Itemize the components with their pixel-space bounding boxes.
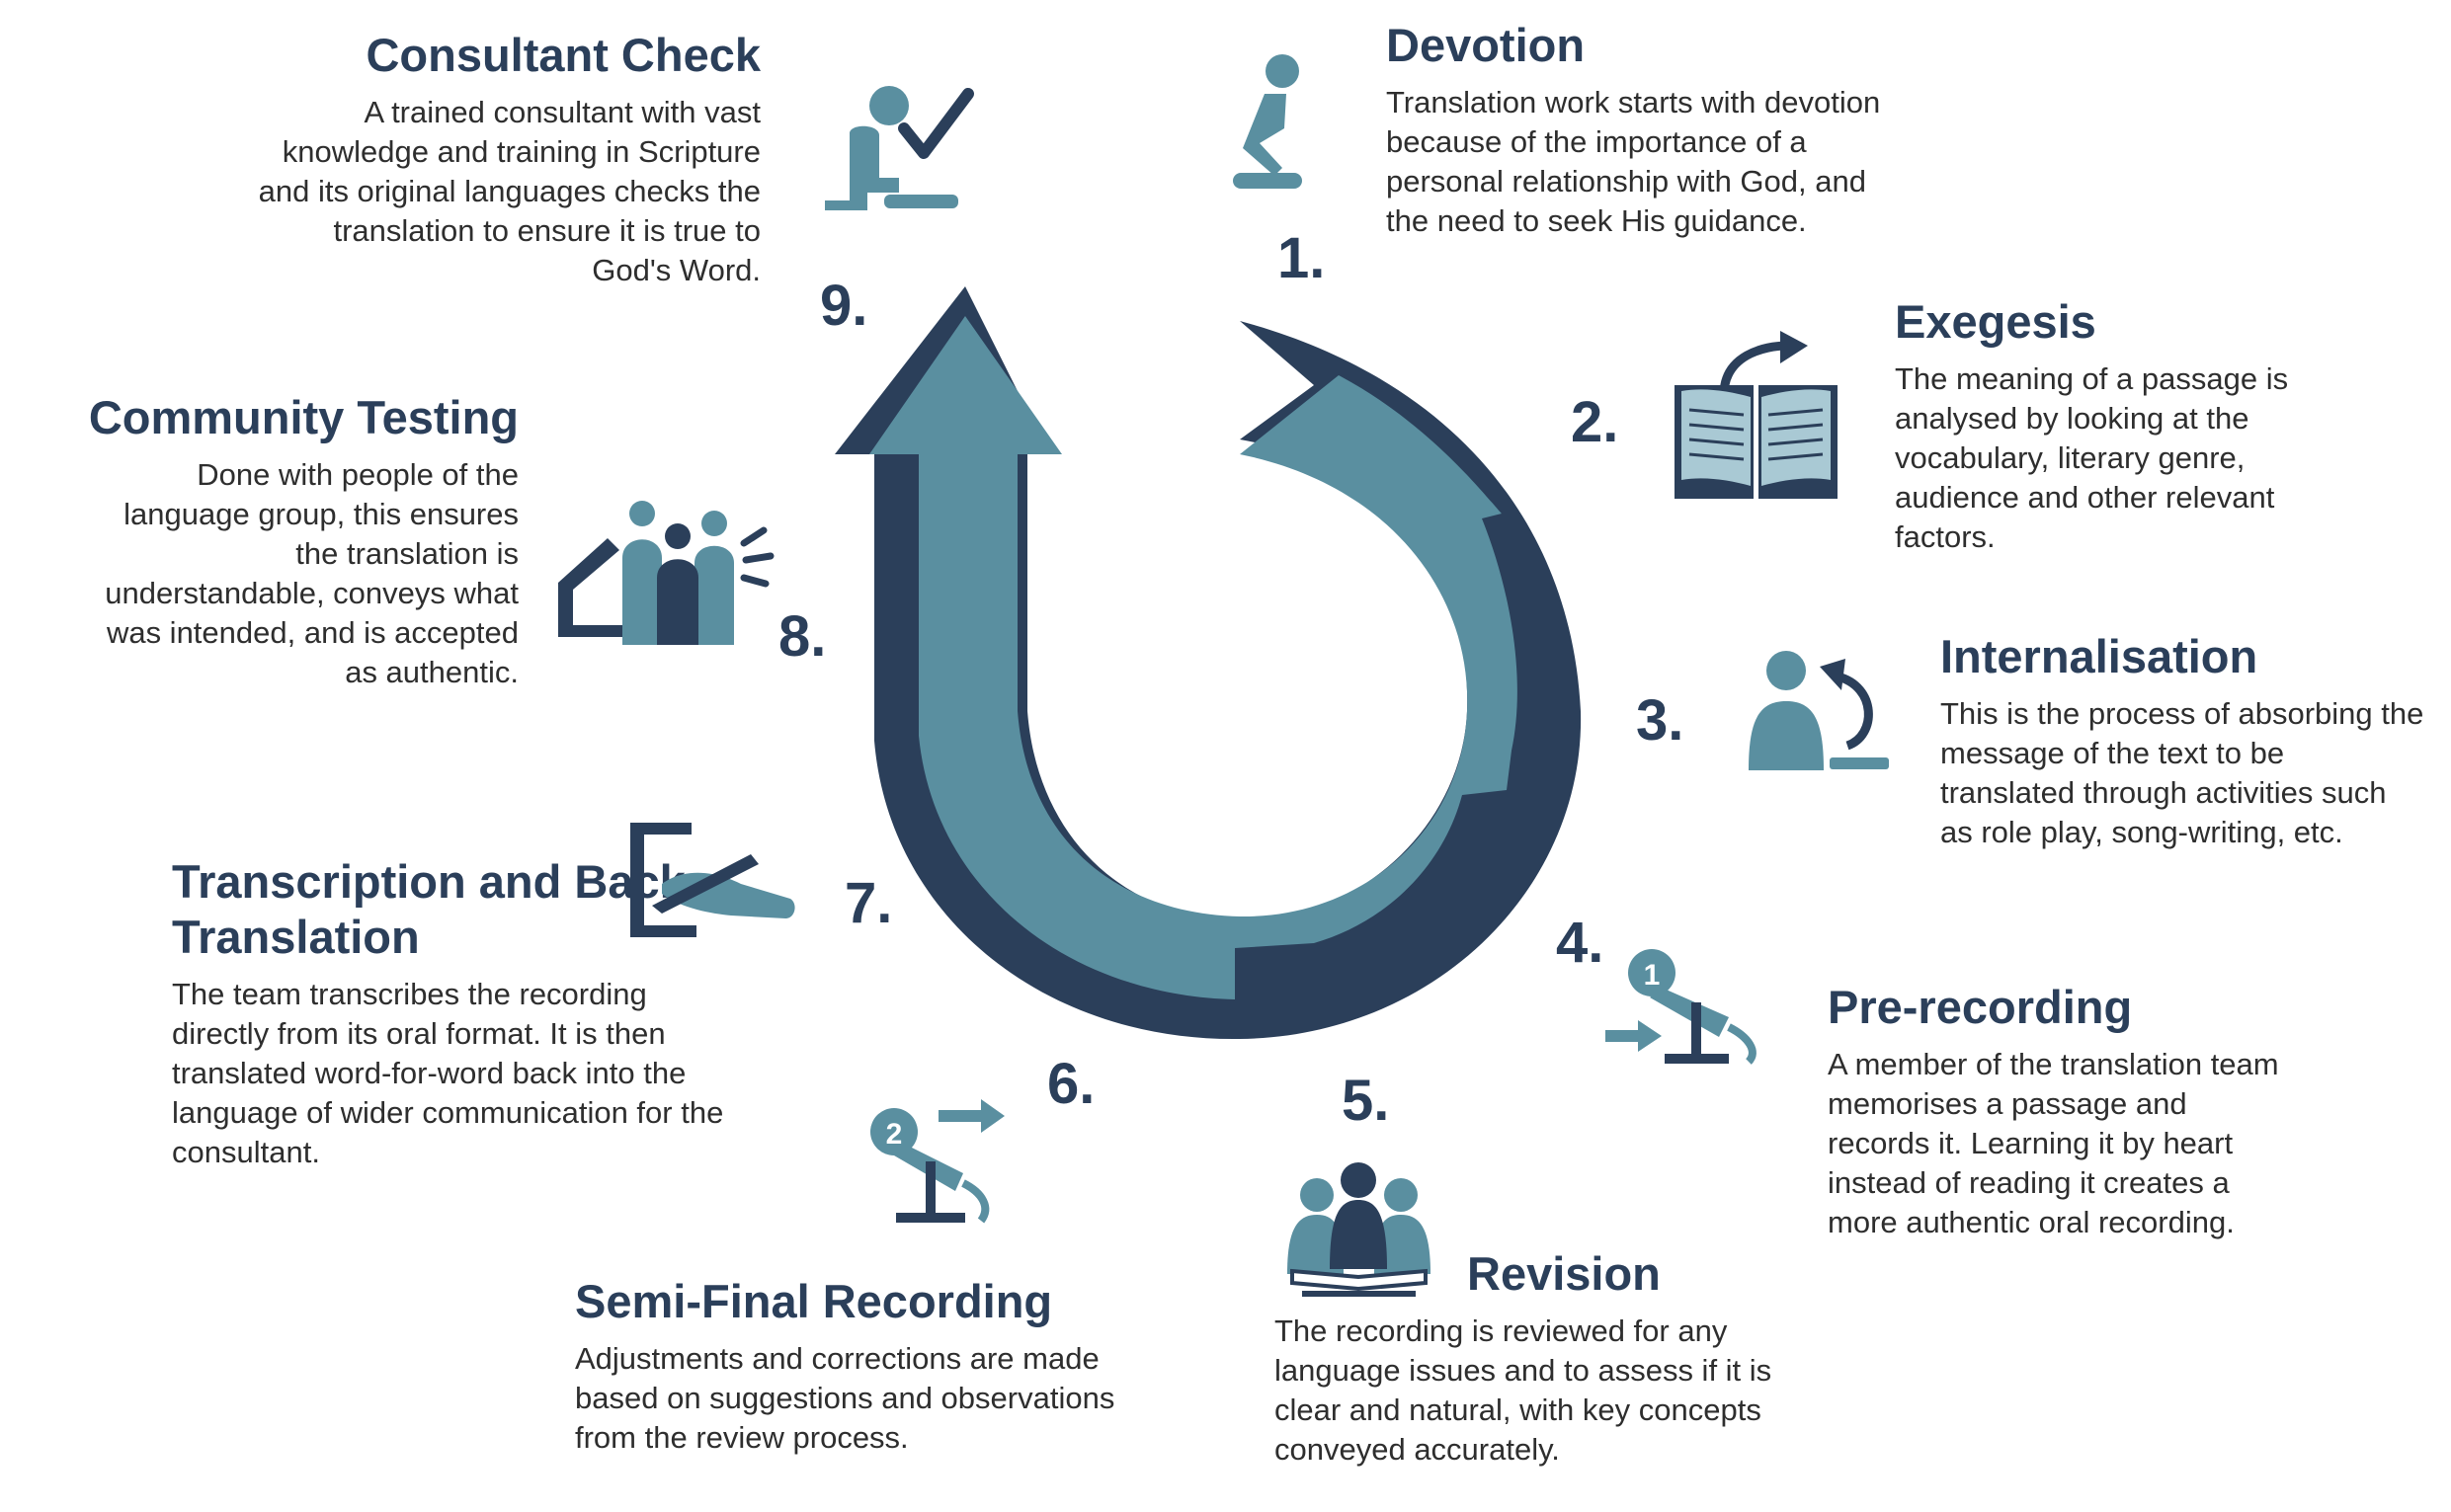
open-book-icon <box>1675 331 1838 499</box>
step-number-8: 8. <box>778 604 827 669</box>
step-internalisation: Internalisation This is the process of a… <box>1940 629 2424 852</box>
step-description: The recording is reviewed for any langua… <box>1274 1313 1772 1467</box>
step-transcription-back-translation: Transcription and Back Translation The t… <box>172 854 725 1172</box>
step-title: Semi-Final Recording <box>575 1275 1053 1327</box>
step-description: The team transcribes the recording direc… <box>172 977 724 1169</box>
step-title: Revision <box>1467 1247 1661 1300</box>
step-number-5: 5. <box>1342 1069 1390 1133</box>
step-consultant-check: Consultant Check A trained consultant wi… <box>247 28 761 290</box>
step-number-4: 4. <box>1556 911 1604 975</box>
microphone-1-badge: 1 <box>1644 959 1661 992</box>
step-description: Adjustments and corrections are made bas… <box>575 1341 1115 1455</box>
step-community-testing: Community Testing Done with people of th… <box>79 390 519 692</box>
step-number-2: 2. <box>1571 390 1619 454</box>
step-title: Consultant Check <box>366 29 761 81</box>
step-description: This is the process of absorbing the mes… <box>1940 696 2424 849</box>
step-title: Devotion <box>1386 19 1586 71</box>
step-exegesis: Exegesis The meaning of a passage is ana… <box>1895 294 2369 557</box>
step-semi-final-recording: Semi-Final Recording Adjustments and cor… <box>575 1274 1168 1458</box>
step-number-1: 1. <box>1277 226 1326 290</box>
step-title: Pre-recording <box>1828 981 2133 1033</box>
step-title: Transcription and Back Translation <box>172 855 686 963</box>
step-number-6: 6. <box>1047 1052 1096 1116</box>
group-reading-icon <box>1287 1162 1430 1297</box>
step-description: Translation work starts with devotion be… <box>1386 85 1881 238</box>
step-description: Done with people of the language group, … <box>105 457 519 689</box>
step-revision: Revision The recording is reviewed for a… <box>1274 1246 1808 1470</box>
step-number-7: 7. <box>845 871 893 935</box>
step-title: Exegesis <box>1895 295 2096 348</box>
step-description: The meaning of a passage is analysed by … <box>1895 361 2289 554</box>
kneeling-person-icon <box>1233 54 1302 189</box>
step-number-9: 9. <box>820 274 868 338</box>
step-description: A member of the translation team memoris… <box>1828 1047 2279 1239</box>
step-pre-recording: Pre-recording A member of the translatio… <box>1828 980 2292 1242</box>
consultant-check-icon <box>825 86 974 210</box>
step-title: Internalisation <box>1940 630 2258 682</box>
step-devotion: Devotion Translation work starts with de… <box>1386 18 1900 241</box>
microphone-2-icon: 2 <box>870 1099 1005 1224</box>
step-number-3: 3. <box>1636 688 1684 753</box>
microphone-2-badge: 2 <box>886 1118 903 1151</box>
community-house-icon <box>558 501 775 645</box>
step-description: A trained consultant with vast knowledge… <box>258 95 761 287</box>
step-title: Community Testing <box>88 391 519 443</box>
person-return-arrow-icon <box>1749 651 1889 770</box>
cycle-arrow-hole <box>1027 464 1452 894</box>
microphone-1-icon: 1 <box>1605 949 1757 1065</box>
cycle-arrow-inner-band <box>869 316 1517 999</box>
hand-writing-icon <box>630 823 795 937</box>
